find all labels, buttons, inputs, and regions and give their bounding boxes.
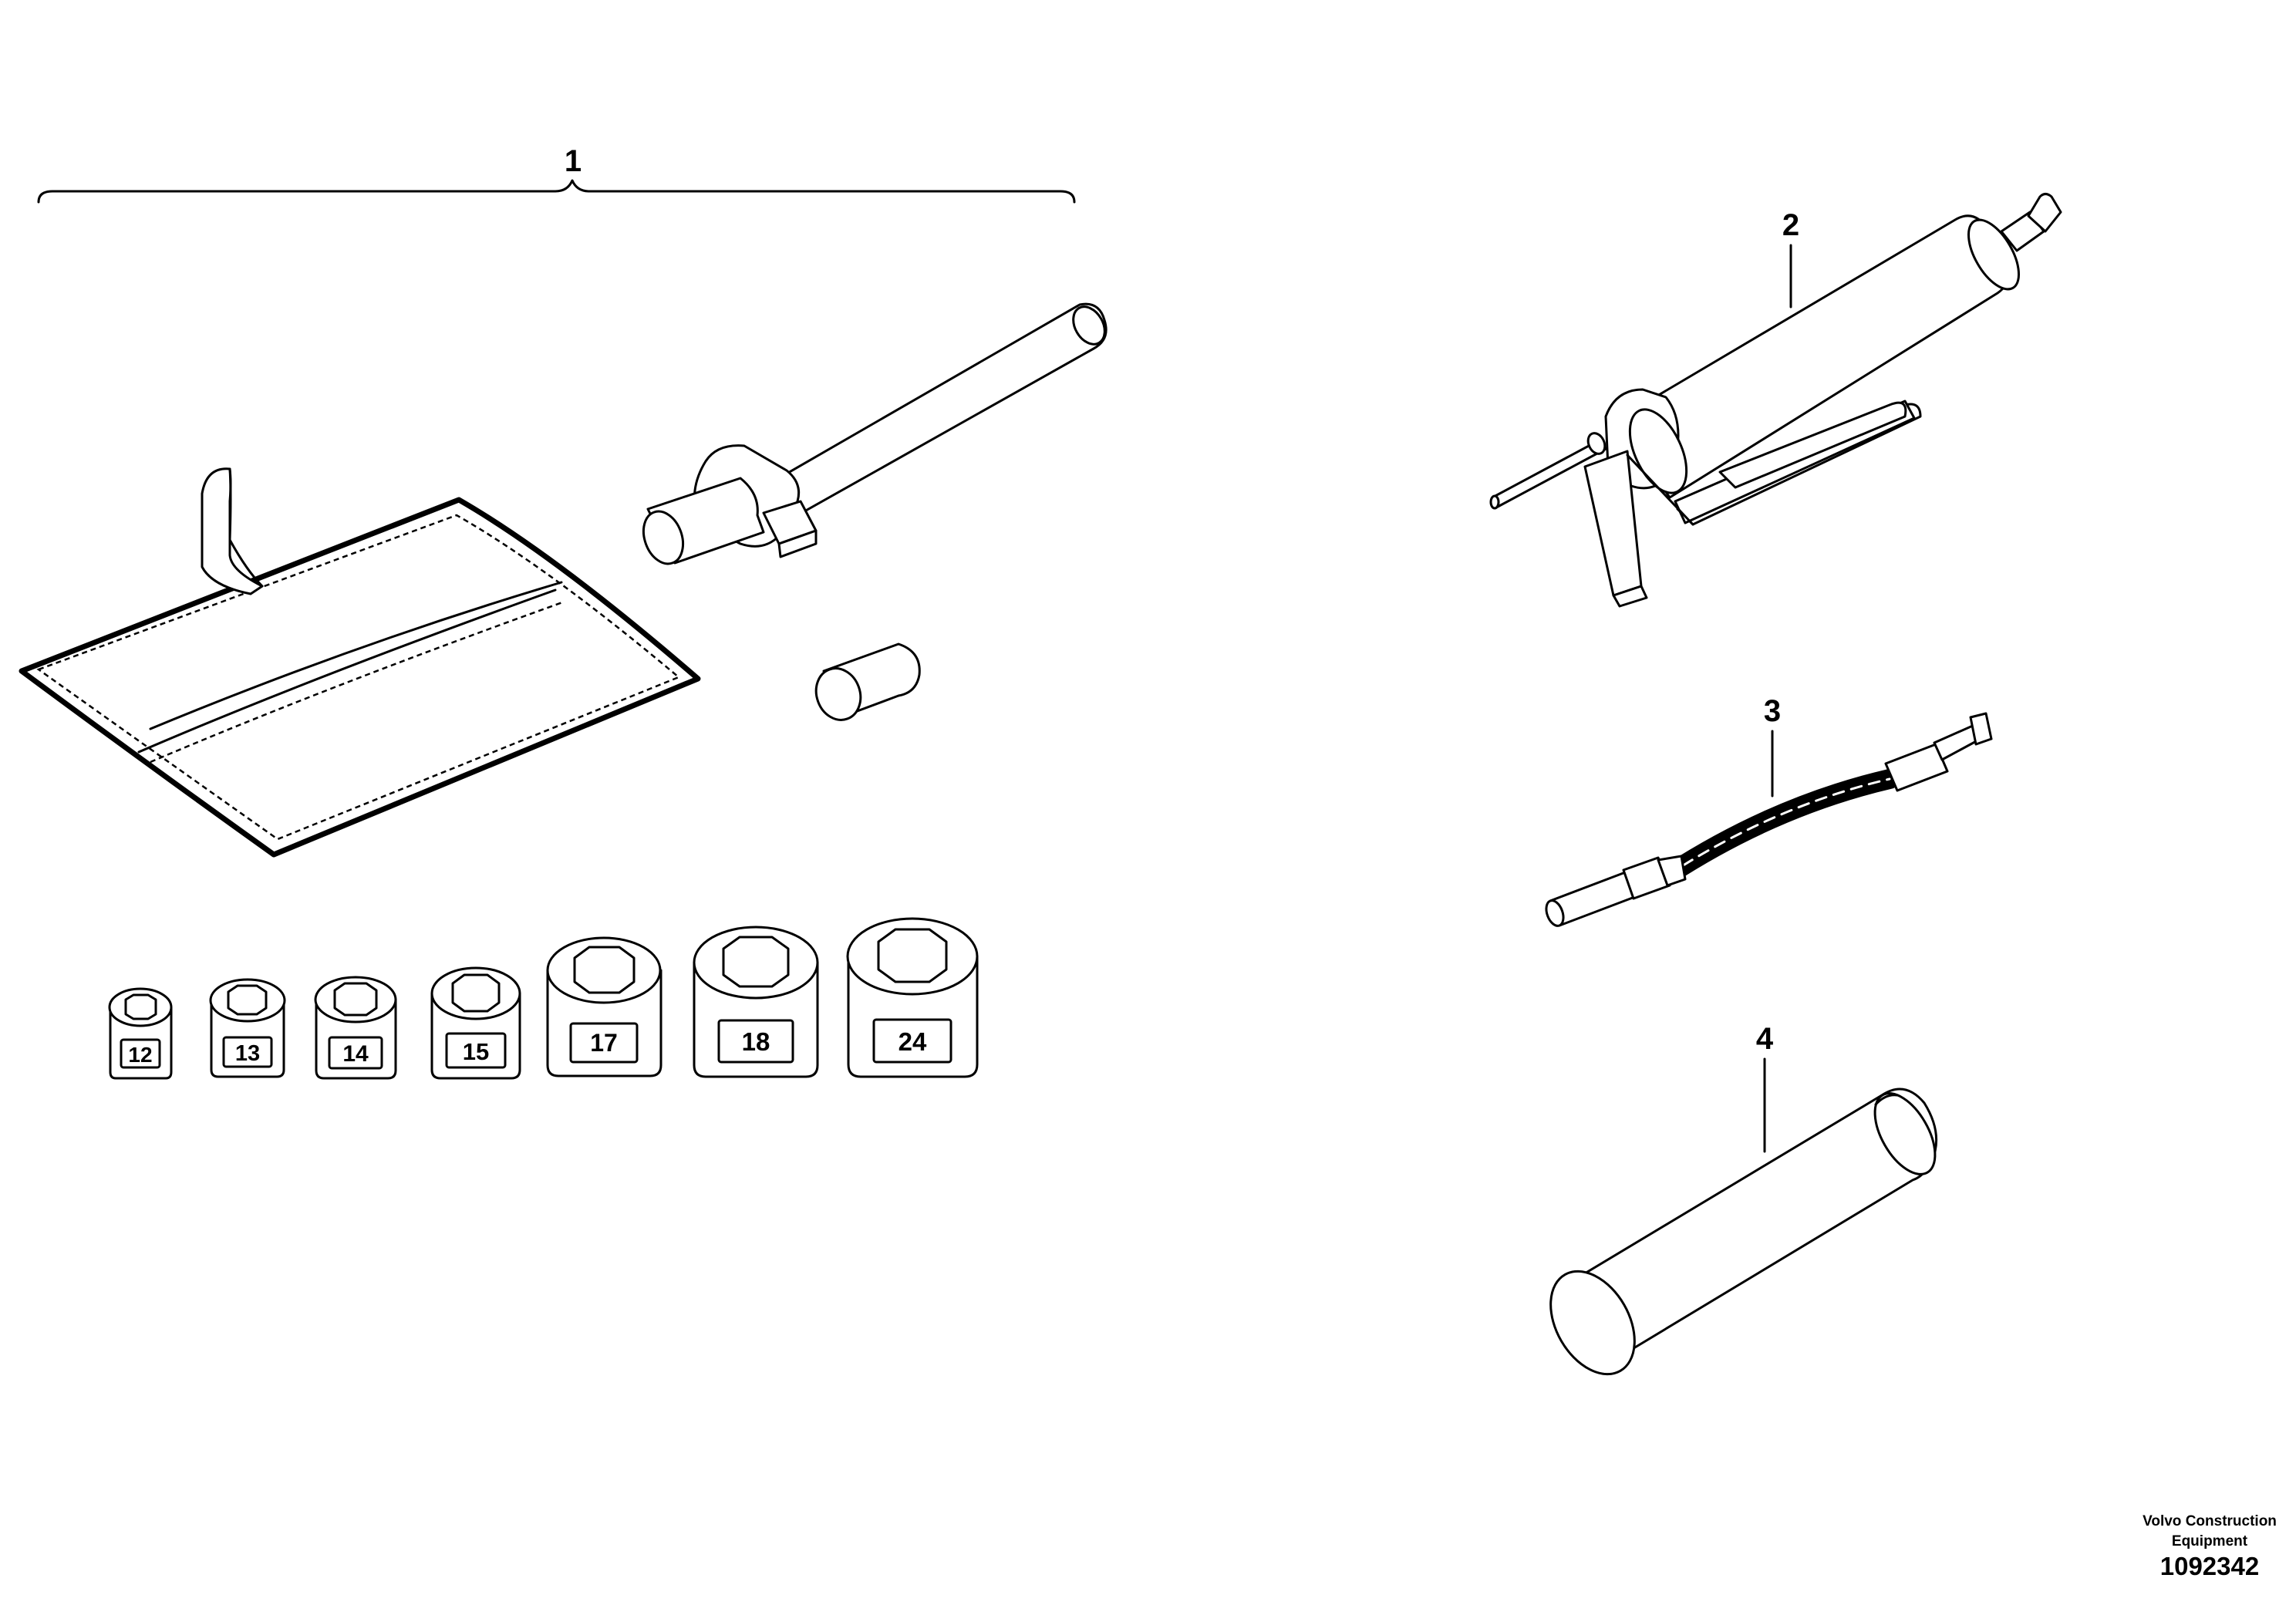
socket-14-label: 14: [342, 1041, 369, 1067]
callout-1-brace: [37, 179, 1076, 204]
tool-roll-bag: [19, 467, 701, 858]
callout-4-label: 4: [1756, 1022, 1774, 1056]
socket-13-label: 13: [235, 1041, 260, 1066]
grease-gun: [1489, 193, 2062, 608]
document-number: 1092342: [2159, 1552, 2260, 1580]
grease-hose: [1545, 712, 1993, 927]
socket-14: [314, 976, 397, 1080]
socket-18-label: 18: [742, 1027, 770, 1056]
callout-1-label: 1: [565, 144, 582, 178]
credit-company-line1: Volvo Construction: [2143, 1513, 2277, 1529]
grease-cartridge: [1549, 1088, 1938, 1376]
socket-18: [693, 926, 819, 1078]
callout-2-label: 2: [1782, 208, 1799, 242]
t-handle-wrench: [642, 302, 1108, 565]
credit-company-line2: Equipment: [2171, 1533, 2248, 1549]
socket-13: [209, 978, 286, 1078]
socket-17-label: 17: [590, 1029, 618, 1057]
socket-24: [846, 917, 979, 1078]
socket-12: [108, 987, 173, 1080]
socket-15: [430, 966, 521, 1080]
extension-pin: [814, 642, 921, 721]
callout-3-label: 3: [1764, 694, 1781, 728]
socket-17: [546, 936, 663, 1077]
socket-15-label: 15: [463, 1038, 489, 1065]
socket-24-label: 24: [899, 1027, 927, 1056]
socket-12-label: 12: [128, 1043, 152, 1067]
